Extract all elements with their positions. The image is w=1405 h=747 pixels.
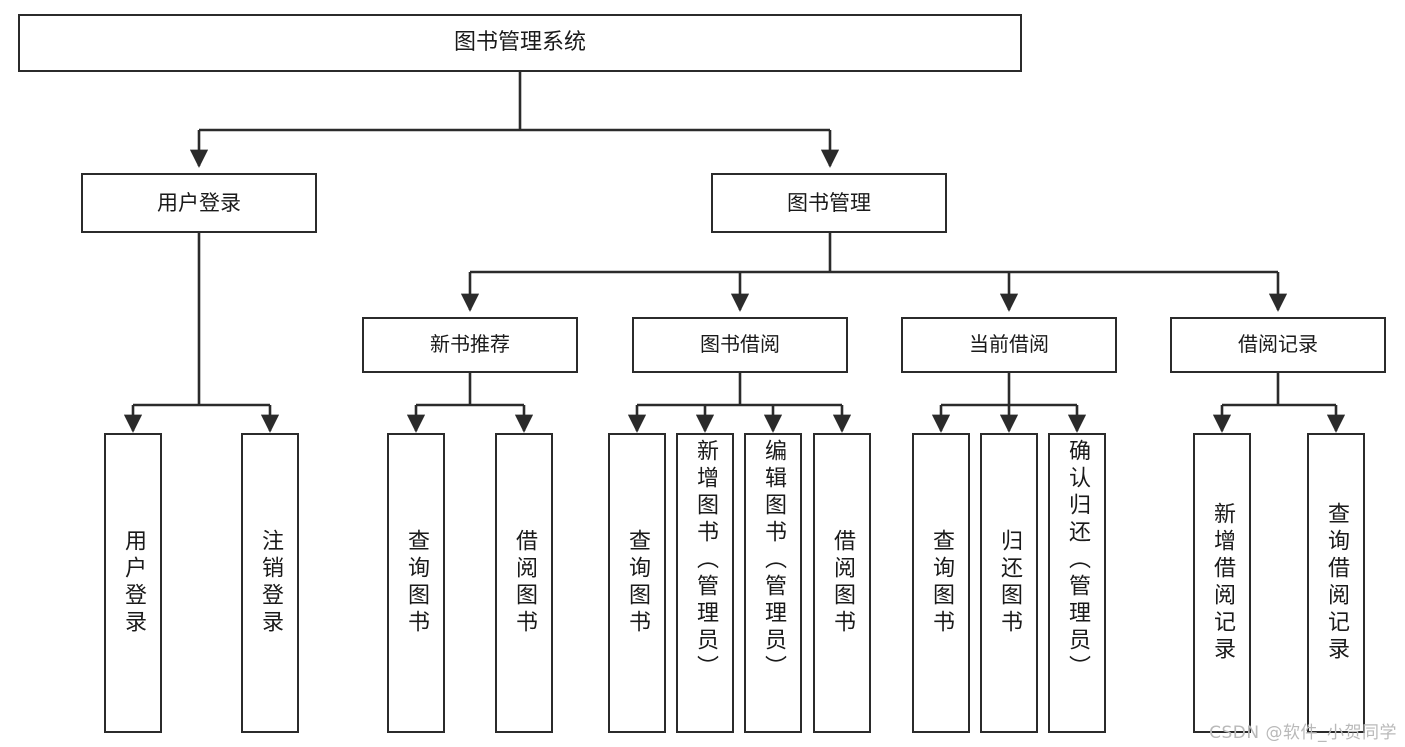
leaf-confirm-return[interactable]: 确认归还（管理员） [1048, 433, 1106, 733]
leaf-add-book-label: 新增图书（管理员） [693, 439, 718, 682]
leaf-user-login-label: 用户登录 [121, 529, 146, 637]
leaf-borrow-book-1-label: 借阅图书 [512, 529, 537, 637]
leaf-query-record[interactable]: 查询借阅记录 [1307, 433, 1365, 733]
leaf-query-book-2-label: 查询图书 [625, 529, 650, 637]
node-user-login-label: 用户登录 [157, 190, 241, 215]
leaf-add-record[interactable]: 新增借阅记录 [1193, 433, 1251, 733]
leaf-query-book-2[interactable]: 查询图书 [608, 433, 666, 733]
leaf-query-book-3-label: 查询图书 [929, 529, 954, 637]
node-user-login[interactable]: 用户登录 [81, 173, 317, 233]
leaf-logout-label: 注销登录 [258, 529, 283, 637]
node-current-borrow-label: 当前借阅 [969, 332, 1049, 357]
leaf-query-book-3[interactable]: 查询图书 [912, 433, 970, 733]
leaf-add-record-label: 新增借阅记录 [1210, 502, 1235, 664]
leaf-borrow-book-1[interactable]: 借阅图书 [495, 433, 553, 733]
node-book-borrow[interactable]: 图书借阅 [632, 317, 848, 373]
node-book-manage[interactable]: 图书管理 [711, 173, 947, 233]
node-book-borrow-label: 图书借阅 [700, 332, 780, 357]
leaf-query-book-1-label: 查询图书 [404, 529, 429, 637]
leaf-user-login[interactable]: 用户登录 [104, 433, 162, 733]
leaf-edit-book[interactable]: 编辑图书（管理员） [744, 433, 802, 733]
leaf-return-book-label: 归还图书 [997, 529, 1022, 637]
node-new-book-recommend[interactable]: 新书推荐 [362, 317, 578, 373]
leaf-return-book[interactable]: 归还图书 [980, 433, 1038, 733]
node-root-label: 图书管理系统 [453, 30, 586, 56]
csdn-watermark: CSDN @软件_小贺同学 [1209, 723, 1397, 743]
leaf-add-book[interactable]: 新增图书（管理员） [676, 433, 734, 733]
node-current-borrow[interactable]: 当前借阅 [901, 317, 1117, 373]
node-root[interactable]: 图书管理系统 [18, 14, 1022, 72]
leaf-logout[interactable]: 注销登录 [241, 433, 299, 733]
leaf-query-record-label: 查询借阅记录 [1324, 502, 1349, 664]
leaf-query-book-1[interactable]: 查询图书 [387, 433, 445, 733]
leaf-confirm-return-label: 确认归还（管理员） [1065, 439, 1090, 682]
leaf-edit-book-label: 编辑图书（管理员） [761, 439, 786, 682]
node-new-book-recommend-label: 新书推荐 [430, 332, 510, 357]
node-book-manage-label: 图书管理 [787, 190, 871, 215]
node-borrow-record-label: 借阅记录 [1238, 332, 1318, 357]
leaf-borrow-book-2[interactable]: 借阅图书 [813, 433, 871, 733]
node-borrow-record[interactable]: 借阅记录 [1170, 317, 1386, 373]
leaf-borrow-book-2-label: 借阅图书 [830, 529, 855, 637]
